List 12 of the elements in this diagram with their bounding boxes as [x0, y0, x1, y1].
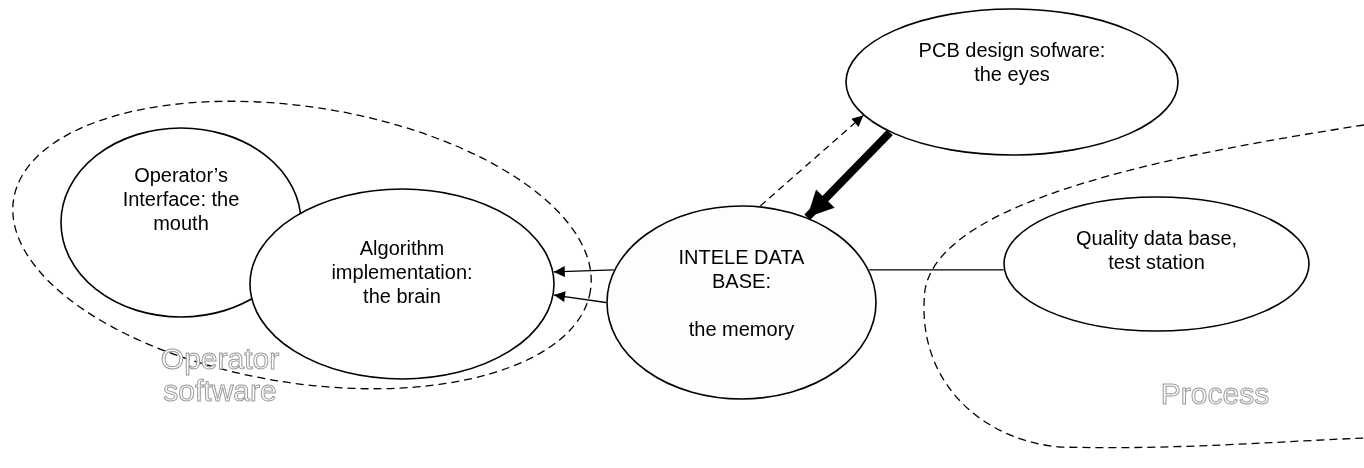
node-label: Algorithm implementation: the brain	[330, 236, 474, 308]
node-label: Quality data base, test station	[1074, 226, 1239, 274]
arrow	[759, 114, 864, 207]
region-label: Process	[1159, 378, 1271, 410]
node-label: INTELE DATA BASE:	[677, 245, 806, 293]
node-label: the memory	[687, 317, 796, 341]
node-label: PCB design sofware: the eyes	[917, 38, 1107, 86]
arrow	[553, 291, 607, 304]
arrow	[804, 129, 893, 221]
connector-line	[868, 269, 1005, 271]
node-label: Operator’s Interface: the mouth	[121, 163, 241, 235]
arrow	[553, 266, 615, 278]
